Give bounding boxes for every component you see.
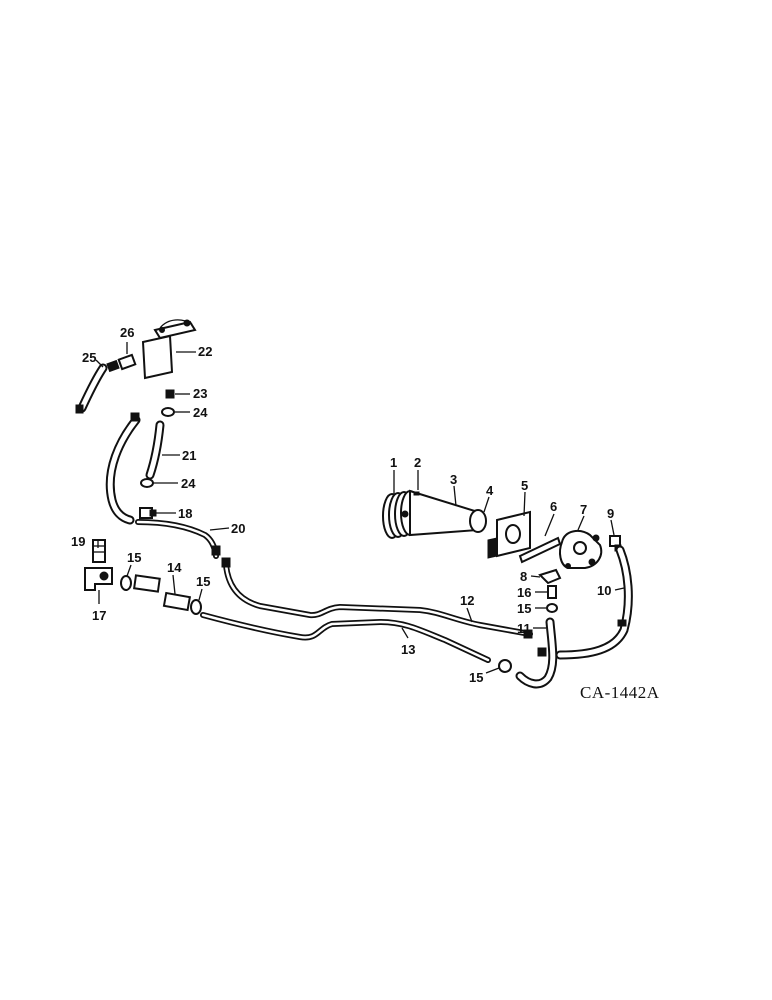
callout-23: 23	[193, 386, 207, 401]
callout-20: 20	[231, 521, 245, 536]
clamp-24-upper	[161, 407, 175, 417]
callout-24-lower: 24	[181, 476, 196, 491]
tube-12	[221, 557, 533, 639]
plug-23	[165, 389, 175, 399]
callout-14: 14	[167, 560, 182, 575]
callout-10: 10	[597, 583, 611, 598]
callout-12: 12	[460, 593, 474, 608]
fitting-26	[106, 353, 137, 373]
valve-assembly	[141, 319, 197, 380]
callout-7: 7	[580, 502, 587, 517]
tube-13	[200, 612, 491, 663]
callout-8: 8	[520, 569, 527, 584]
callout-15-c: 15	[469, 670, 483, 685]
hose-connector	[133, 574, 161, 593]
callout-17: 17	[92, 608, 106, 623]
callout-5: 5	[521, 478, 528, 493]
callout-1: 1	[390, 455, 397, 470]
callout-9: 9	[607, 506, 614, 521]
callout-15-a: 15	[127, 550, 141, 565]
callout-18: 18	[178, 506, 192, 521]
callout-21: 21	[182, 448, 196, 463]
callout-15-b: 15	[196, 574, 210, 589]
callout-3: 3	[450, 472, 457, 487]
callout-6: 6	[550, 499, 557, 514]
hose-21	[145, 420, 165, 480]
clamp-15-left	[120, 575, 132, 591]
tube-20	[135, 519, 221, 559]
callout-24-upper: 24	[193, 405, 208, 420]
callout-19: 19	[71, 534, 85, 549]
pulley-assembly	[382, 489, 487, 539]
callout-26: 26	[120, 325, 134, 340]
callout-16: 16	[517, 585, 531, 600]
clamp-15-mid	[190, 599, 202, 615]
callout-2: 2	[414, 455, 421, 470]
hose-25	[75, 363, 108, 414]
tee-17	[84, 567, 113, 591]
drawing-code: CA-1442A	[580, 683, 660, 702]
gasket-6	[518, 536, 562, 564]
clamp-15-lower	[498, 659, 512, 673]
pump-7	[559, 529, 603, 569]
elbow-8	[538, 568, 562, 585]
elbow-18	[139, 507, 157, 519]
fitting-19	[92, 539, 106, 563]
return-hose	[105, 412, 141, 525]
callout-15-d: 15	[517, 601, 531, 616]
clamp-24-lower	[140, 478, 154, 488]
fitting-16	[547, 585, 557, 599]
callout-22: 22	[198, 344, 212, 359]
hose-14	[162, 591, 192, 612]
callout-25: 25	[82, 350, 96, 365]
callout-13: 13	[401, 642, 415, 657]
hose-11	[515, 617, 558, 689]
leader-lines	[95, 342, 625, 674]
callout-4: 4	[486, 483, 494, 498]
bracket-5	[487, 510, 531, 559]
clamp-15-right	[546, 603, 558, 613]
callout-11: 11	[517, 621, 531, 636]
hose-10	[555, 545, 633, 660]
callout-labels: 26 22 25 23 24 21 24 18 20 19 15 14 15 1…	[71, 325, 614, 685]
